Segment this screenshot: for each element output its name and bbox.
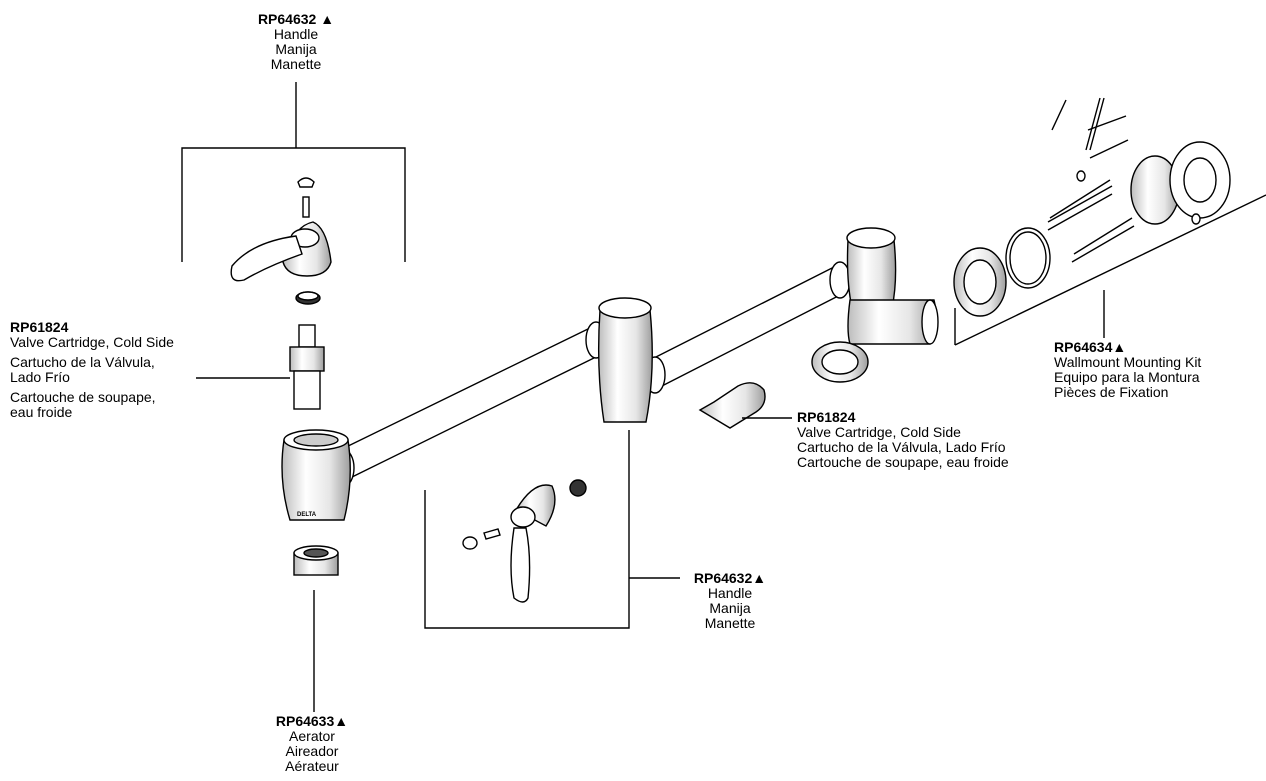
label-en: Handle — [273, 26, 319, 42]
cartridge-left-callout: RP61824 Valve Cartridge, Cold Side Cartu… — [10, 320, 174, 420]
middle-joint-icon — [597, 297, 653, 423]
handle-top-callout: RP64632 ▲ Handle Manija Manette — [238, 12, 354, 72]
handle-top-icon — [230, 177, 332, 305]
label-en: Valve Cartridge, Cold Side — [10, 334, 174, 350]
handle-bottom-bracket — [424, 430, 680, 629]
part-number: RP64632▲ — [693, 570, 767, 586]
handle-bottom-callout: RP64632▲ Handle Manija Manette — [684, 571, 776, 631]
label-fr: Pièces de Fixation — [1054, 384, 1169, 400]
cartridge-right-icon — [698, 382, 792, 429]
label-es: Aireador — [285, 743, 339, 759]
label-fr: Manette — [704, 615, 756, 631]
label-es: Cartucho de la Válvula, — [10, 354, 155, 370]
label-es: Manija — [275, 41, 317, 57]
label-fr: Cartouche de soupape, eau froide — [797, 454, 1009, 470]
label-fr: Cartouche de soupape, — [10, 389, 156, 405]
part-number: RP61824 — [797, 409, 856, 425]
label-fr-2: eau froide — [10, 404, 73, 420]
cartridge-right-callout: RP61824 Valve Cartridge, Cold Side Cartu… — [797, 410, 1009, 470]
handle-top-bracket — [181, 82, 406, 262]
wall-mount-kit-icon — [953, 97, 1266, 346]
part-number: RP64632 ▲ — [257, 11, 335, 27]
label-en: Valve Cartridge, Cold Side — [797, 424, 961, 440]
part-number: RP64633▲ — [275, 713, 349, 729]
wall-elbow-icon — [811, 227, 939, 383]
label-fr: Aérateur — [285, 758, 339, 774]
spout-body-icon — [281, 429, 351, 521]
brand-mark: DELTA — [297, 512, 317, 518]
label-es: Equipo para la Montura — [1054, 369, 1200, 385]
handle-bottom-icon — [462, 479, 587, 603]
label-en: Wallmount Mounting Kit — [1054, 354, 1202, 370]
label-fr: Manette — [270, 56, 322, 72]
aerator-callout: RP64633▲ Aerator Aireador Aérateur — [268, 714, 356, 774]
label-en: Aerator — [289, 728, 335, 744]
swing-arm-pipe — [333, 261, 851, 487]
part-number: RP64634▲ — [1054, 339, 1127, 355]
label-es: Manija — [709, 600, 751, 616]
mounting-kit-callout: RP64634▲ Wallmount Mounting Kit Equipo p… — [1054, 340, 1201, 400]
label-es-2: Lado Frío — [10, 369, 70, 385]
aerator-icon — [293, 545, 339, 712]
part-number: RP61824 — [10, 319, 69, 335]
cartridge-left-icon — [196, 324, 325, 410]
label-es: Cartucho de la Válvula, Lado Frío — [797, 439, 1006, 455]
label-en: Handle — [707, 585, 753, 601]
